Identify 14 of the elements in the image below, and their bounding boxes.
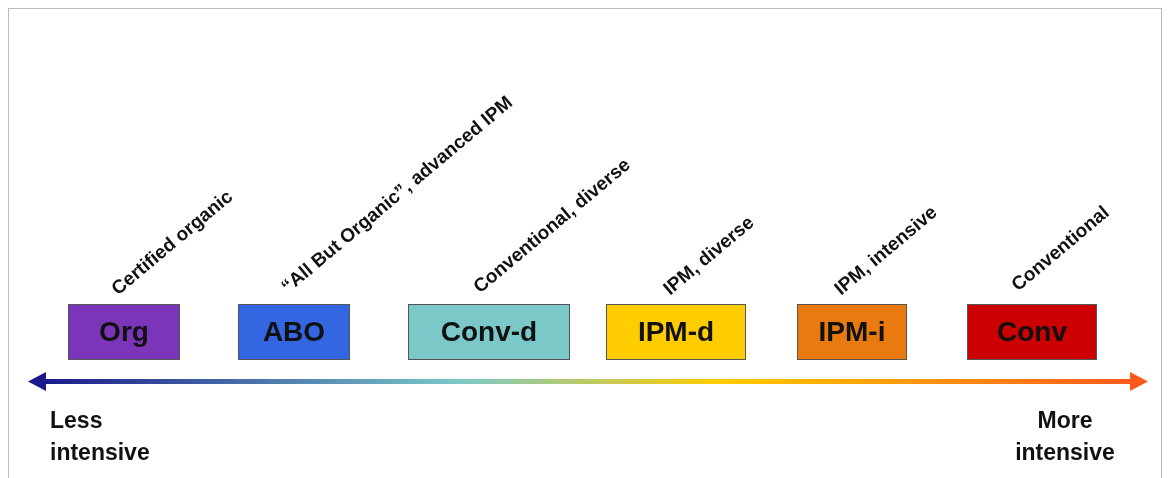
box-label: ABO xyxy=(262,315,326,349)
category-box xyxy=(606,304,746,360)
scale-label: More intensive xyxy=(1014,406,1116,467)
category-box xyxy=(967,304,1097,360)
box-label: IPM-d xyxy=(637,315,715,349)
category-box xyxy=(797,304,907,360)
box-label: Org xyxy=(99,315,149,349)
box-label: Conv-d xyxy=(440,315,538,349)
box-label: IPM-i xyxy=(818,315,886,349)
scale-label: Less intensive xyxy=(50,406,151,467)
category-box xyxy=(238,304,350,360)
box-label: Conv xyxy=(997,315,1067,349)
category-box xyxy=(68,304,180,360)
category-box xyxy=(408,304,570,360)
